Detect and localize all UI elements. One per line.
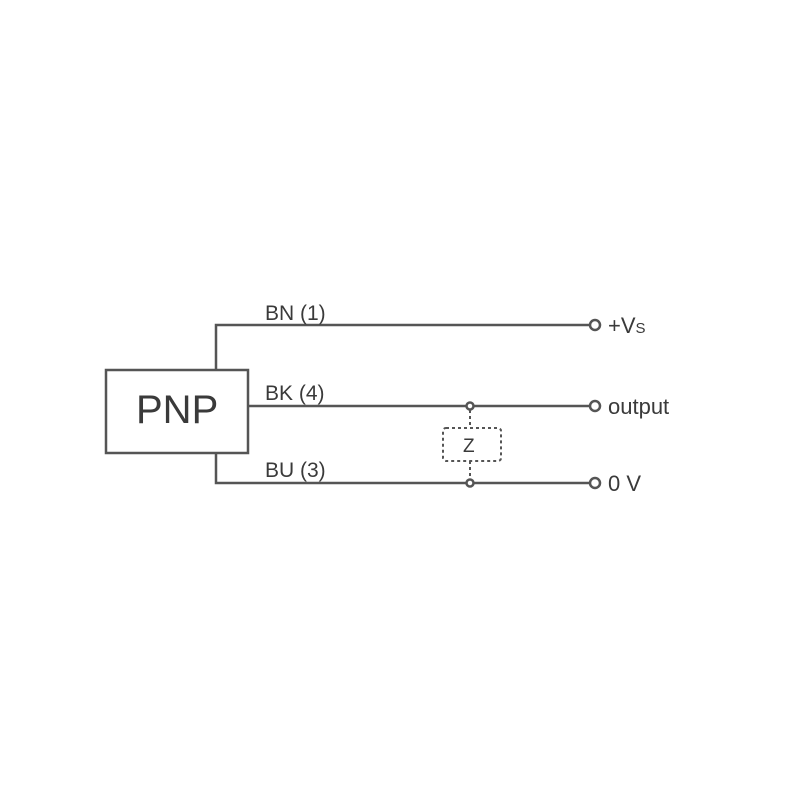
component-label: PNP [136,388,218,432]
terminal-output [588,399,602,413]
terminal-label-0v: 0 V [608,471,641,496]
wire-bn [214,323,590,370]
terminal-0v [588,476,602,490]
junction-0v [465,478,475,488]
load-label: Z [463,436,475,457]
wire-label-bn: BN (1) [265,302,326,325]
junction-output [465,401,475,411]
pnp-sensor-box [104,368,250,455]
wire-label-bk: BK (4) [265,382,325,405]
load-box [442,427,502,462]
terminal-label-vs: +VS [608,313,646,338]
terminal-vs [588,318,602,332]
wire-label-bu: BU (3) [265,459,326,482]
terminal-label-output: output [608,394,669,419]
